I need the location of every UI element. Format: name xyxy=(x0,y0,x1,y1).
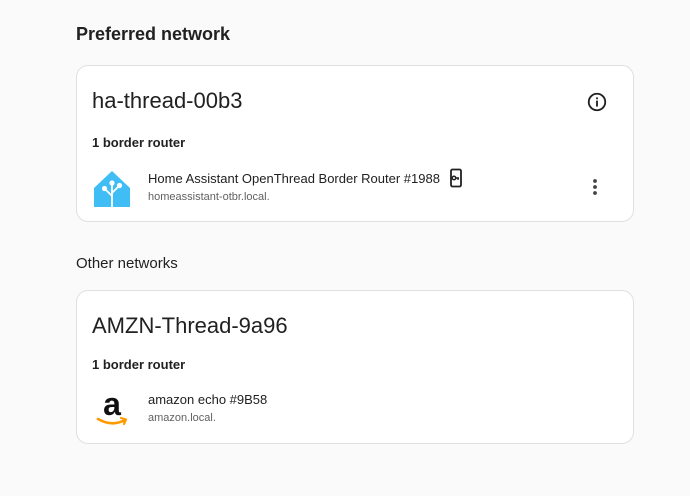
border-router-host: homeassistant-otbr.local. xyxy=(148,191,270,203)
preferred-network-card: ha-thread-00b3 1 border router Home Assi… xyxy=(76,65,634,222)
border-router-name-text: Home Assistant OpenThread Border Router … xyxy=(148,171,440,186)
other-network-card: AMZN-Thread-9a96 1 border router a amazo… xyxy=(76,290,634,444)
more-vertical-icon xyxy=(593,179,597,195)
border-router-item: Home Assistant OpenThread Border Router … xyxy=(92,168,618,213)
preferred-network-heading: Preferred network xyxy=(76,24,231,44)
info-icon xyxy=(587,92,607,112)
border-router-name: amazon echo #9B58 xyxy=(148,392,268,407)
svg-text:a: a xyxy=(103,390,121,422)
other-networks-heading: Other networks xyxy=(76,255,178,272)
border-router-item: a amazon echo #9B58 amazon.local. xyxy=(92,390,618,434)
network-name: ha-thread-00b3 xyxy=(92,88,243,113)
amazon-logo: a xyxy=(96,390,128,426)
key-device-icon xyxy=(449,168,462,187)
network-name: AMZN-Thread-9a96 xyxy=(92,313,288,338)
border-router-count: 1 border router xyxy=(92,135,186,150)
info-button[interactable] xyxy=(583,88,611,116)
border-router-name: Home Assistant OpenThread Border Router … xyxy=(148,168,464,188)
router-menu-button[interactable] xyxy=(581,173,609,201)
border-router-host: amazon.local. xyxy=(148,412,216,424)
border-router-count: 1 border router xyxy=(92,357,186,372)
home-assistant-logo xyxy=(94,171,130,208)
